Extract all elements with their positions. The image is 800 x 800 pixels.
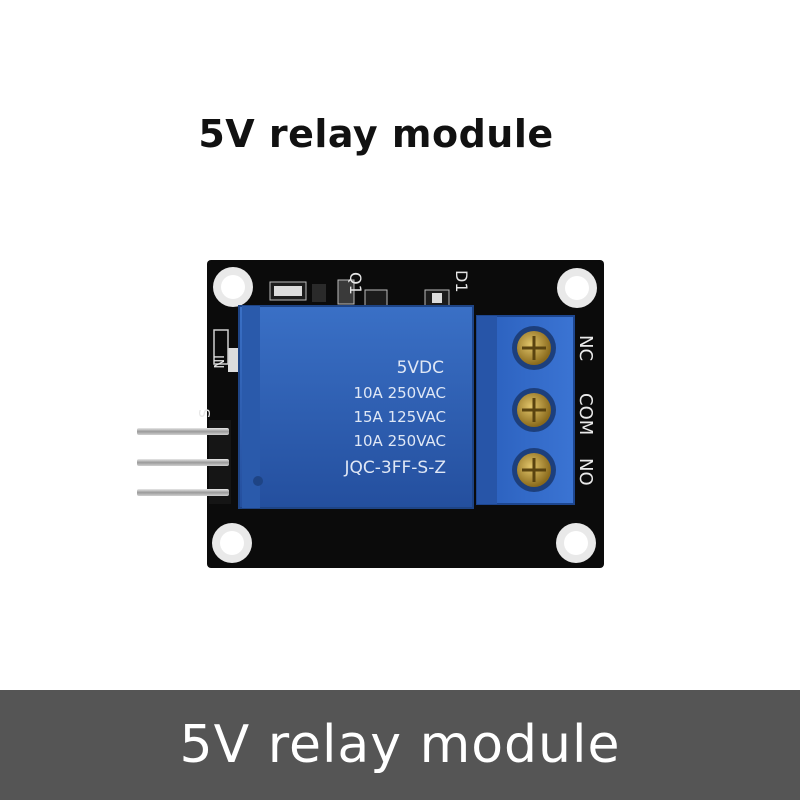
- terminal-com-label: COM: [575, 393, 596, 435]
- caption-text: 5V relay module: [179, 715, 621, 775]
- relay-rating-2: 15A 125VAC: [353, 408, 446, 426]
- header-pin: [137, 459, 229, 466]
- terminal-no-label: NO: [575, 458, 596, 486]
- relay-body: [238, 305, 474, 509]
- caption-bar: 5V relay module: [0, 690, 800, 800]
- header-pin: [137, 428, 229, 435]
- q1-label: Q1: [346, 272, 365, 295]
- terminal-nc-label: NC: [575, 335, 596, 361]
- relay-rating-1: 10A 250VAC: [353, 384, 446, 402]
- screw-terminal-block: [476, 315, 575, 505]
- relay-model: JQC-3FF-S-Z: [344, 458, 446, 478]
- top-title: 5V relay module: [198, 112, 554, 156]
- header-pin: [137, 489, 229, 496]
- d1-label: D1: [452, 270, 471, 293]
- relay-module-photo: Q1 D1 S IN 5VDC 10A 250VAC 15A 125VAC 10…: [137, 260, 604, 568]
- relay-rating-3: 10A 250VAC: [353, 432, 446, 450]
- header-pins: [137, 420, 231, 504]
- s-pin-label: S: [196, 408, 214, 418]
- relay-voltage: 5VDC: [397, 358, 444, 378]
- in-pin-label: IN: [210, 355, 225, 369]
- smd-components: [269, 279, 450, 307]
- led-indicator: [213, 329, 240, 372]
